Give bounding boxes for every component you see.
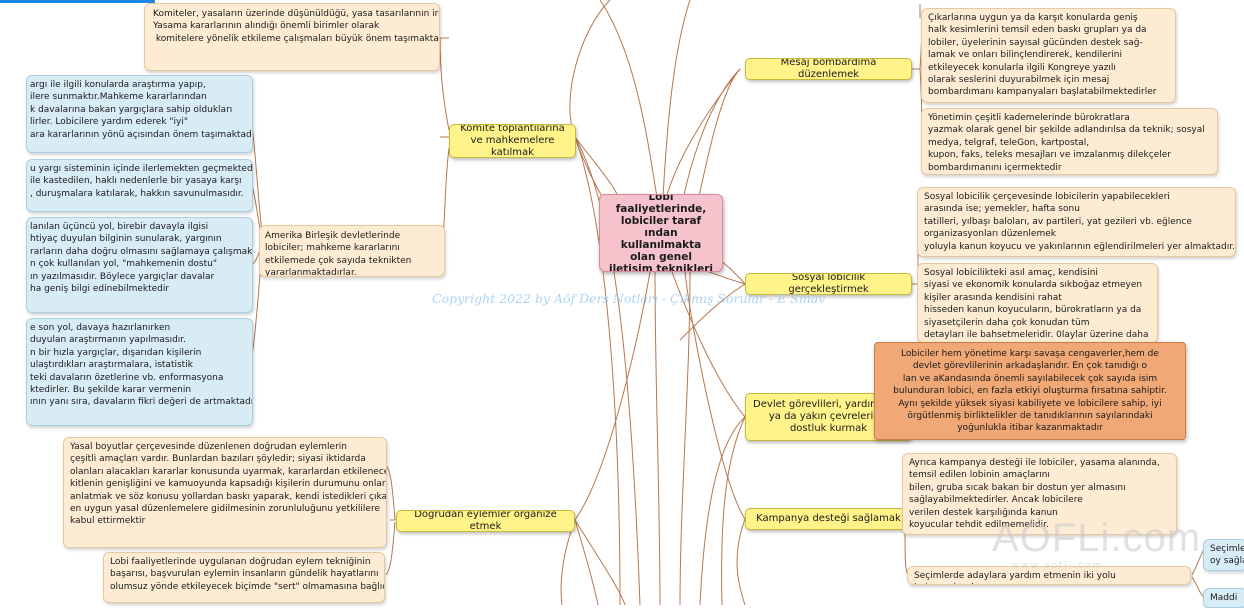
dogrudan-note-2: Lobi faaliyetlerinde uygulanan doğrudan … <box>103 552 385 603</box>
top-accent-bar <box>0 0 155 3</box>
mahkeme-technique-4: e son yol, davaya hazırlanırken duyulan … <box>26 318 253 426</box>
mesaj-note-2: Yönetimin çeşitli kademelerinde bürokrat… <box>921 108 1218 175</box>
dogrudan-branch[interactable]: Doğrudan eylemler organize etmek <box>396 510 575 532</box>
mesaj-note-1: Çıkarlarına uygun ya da karşıt konularda… <box>921 8 1176 103</box>
dogrudan-note-1: Yasal boyutlar çerçevesinde düzenlenen d… <box>63 437 387 548</box>
secim-side-note-2: Maddi <box>1203 588 1244 608</box>
mahkeme-technique-1: argı ile ilgili konularda araştırma yapı… <box>26 75 253 153</box>
komite-branch[interactable]: Komite toplantılarına ve mahkemelere kat… <box>449 124 576 158</box>
secim-side-note-1: Seçimle oy sağla <box>1203 539 1244 571</box>
komite-note-1: Komiteler, yasaların üzerinde düşünüldüğ… <box>144 3 440 71</box>
sosyal-note-2: Sosyal lobicilikteki asıl amaç, kendisin… <box>917 263 1158 343</box>
mahkeme-technique-3: lanılan üçüncü yol, birebir davayla ilgi… <box>26 217 253 313</box>
kampanya-branch[interactable]: Kampanya desteği sağlamak <box>745 508 912 530</box>
secim-note: Seçimlerde adaylara yardım etmenin iki y… <box>907 566 1191 585</box>
amerika-note: Amerika Birleşik devletlerinde lobiciler… <box>259 225 445 277</box>
sosyal-branch[interactable]: Sosyal lobicilik gerçekleştirmek <box>745 273 912 295</box>
kampanya-note-1: Ayrıca kampanya desteği ile lobiciler, y… <box>902 453 1177 535</box>
mahkeme-technique-2: u yargı sisteminin içinde ilerlemekten g… <box>26 159 253 212</box>
devlet-note-1: Lobiciler hem yönetime karşı savaşa ceng… <box>874 342 1186 440</box>
copyright-watermark: Copyright 2022 by Aöf Ders Notları - Çık… <box>432 291 826 306</box>
sosyal-note-1: Sosyal lobicilik çerçevesinde lobicileri… <box>917 187 1236 257</box>
mesaj-branch[interactable]: Mesaj bombardıma düzenlemek <box>745 58 912 80</box>
site-logo-watermark: AÖFLi.com <box>992 516 1202 560</box>
central-topic[interactable]: Lobi faaliyetlerinde, lobiciler taraf ın… <box>599 194 723 272</box>
site-url-watermark: www.aofli.com <box>1012 561 1104 571</box>
